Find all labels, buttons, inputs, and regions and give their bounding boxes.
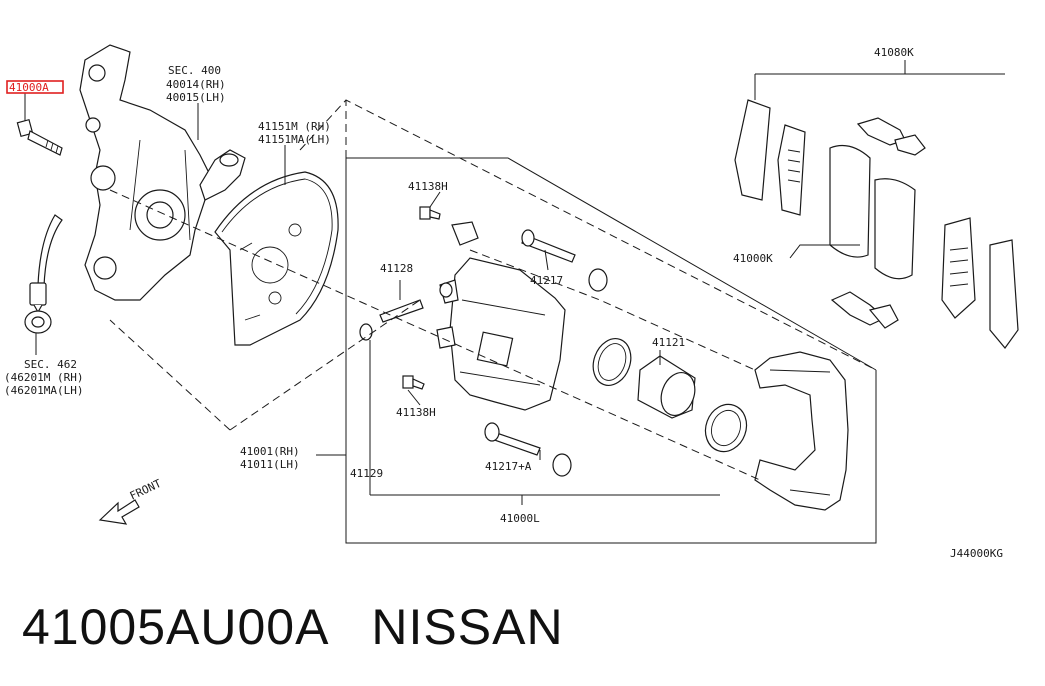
label-piston: 41121 <box>652 336 685 349</box>
caliper-body <box>436 221 566 411</box>
diagram-code: J44000KG <box>950 547 1003 560</box>
piston-seal-set <box>592 338 748 453</box>
label-caliper-lh: 41011(LH) <box>240 458 300 471</box>
label-kit: 41080K <box>874 46 914 59</box>
front-label: FRONT <box>128 477 164 503</box>
label-shield-rh: 41151M (RH) <box>258 120 331 133</box>
label-bolt-upper: 41138H <box>408 180 448 193</box>
dust-shield <box>214 171 339 346</box>
label-shield-lh: 41151MA(LH) <box>258 133 331 146</box>
label-pin-41128: 41128 <box>380 262 413 275</box>
label-sec400-lh: 40015(LH) <box>166 91 226 104</box>
label-sec400-title: SEC. 400 <box>168 64 221 77</box>
brake-pad-kit <box>734 99 1019 349</box>
caption-part-number: 41005AU00A <box>22 599 327 655</box>
leader-lines <box>24 60 1005 544</box>
label-pads: 41000K <box>733 252 773 265</box>
label-pin-41217a: 41217+A <box>485 460 532 473</box>
steering-knuckle <box>79 44 246 301</box>
label-boot-41129: 41129 <box>350 467 383 480</box>
knuckle-bolt <box>16 118 63 156</box>
caption-brand: NISSAN <box>371 599 564 655</box>
brake-hose <box>24 214 63 334</box>
label-sec462-title: SEC. 462 <box>24 358 77 371</box>
label-sec462-rh: (46201M (RH) <box>4 371 83 384</box>
label-sec462-lh: (46201MA(LH) <box>4 384 83 397</box>
torque-member <box>754 351 849 511</box>
label-bolt-lower: 41138H <box>396 406 436 419</box>
label-sec400-rh: 40014(RH) <box>166 78 226 91</box>
label-highlight-part: 41000A <box>9 81 49 94</box>
part-caption: 41005AU00A NISSAN <box>22 598 564 656</box>
label-caliper-rh: 41001(RH) <box>240 445 300 458</box>
highlight-box <box>6 80 64 94</box>
front-direction-arrow: FRONT <box>98 477 164 525</box>
label-assy: 41000L <box>500 512 540 525</box>
guide-pins-bolts <box>359 206 608 477</box>
label-pin-41217: 41217 <box>530 274 563 287</box>
